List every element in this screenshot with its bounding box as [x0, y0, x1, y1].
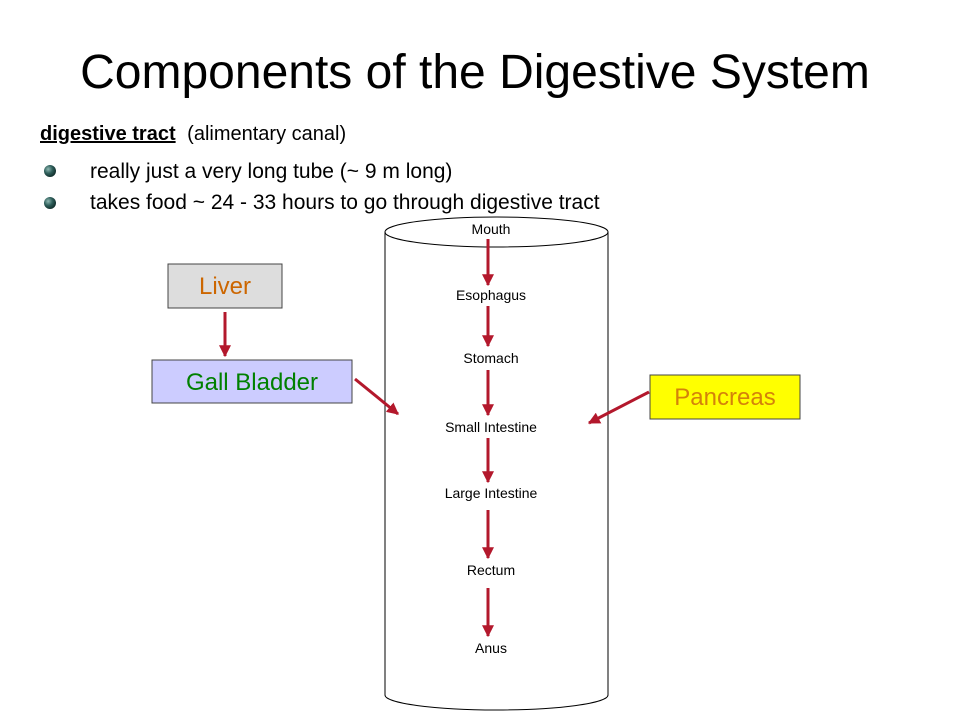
tract-label-stomach: Stomach: [463, 350, 518, 366]
term-line: digestive tract (alimentary canal): [40, 123, 346, 145]
tract-cylinder: [384, 216, 609, 711]
gall-bladder-label: Gall Bladder: [186, 369, 318, 396]
organ-box-gall-bladder: Gall Bladder: [151, 359, 353, 404]
pancreas-label: Pancreas: [674, 384, 775, 411]
bullet-text: takes food ~ 24 - 33 hours to go through…: [90, 191, 600, 214]
tract-label-mouth: Mouth: [472, 221, 511, 237]
tract-label-small-intestine: Small Intestine: [445, 419, 537, 435]
liver-label: Liver: [199, 273, 251, 300]
term-note: (alimentary canal): [187, 123, 346, 145]
tract-label-large-intestine: Large Intestine: [445, 485, 538, 501]
bullet-icon: [44, 197, 56, 209]
tract-label-anus: Anus: [475, 640, 507, 656]
organ-box-pancreas: Pancreas: [649, 374, 801, 420]
arrow-gall-bladder-to-tract: [354, 377, 399, 416]
pancreas-box: [649, 374, 801, 420]
term-heading: digestive tract: [40, 123, 176, 145]
bullet-text: really just a very long tube (~ 9 m long…: [90, 160, 452, 183]
liver-box: [167, 263, 283, 309]
tract-label-esophagus: Esophagus: [456, 287, 526, 303]
bullet-icon: [44, 165, 56, 177]
gall-bladder-box: [151, 359, 353, 404]
cylinder-bottom: [384, 694, 609, 711]
organ-box-liver: Liver: [167, 263, 283, 309]
arrow-pancreas-to-tract: [587, 390, 650, 425]
page-title: Components of the Digestive System: [80, 46, 870, 99]
tract-label-rectum: Rectum: [467, 562, 515, 578]
